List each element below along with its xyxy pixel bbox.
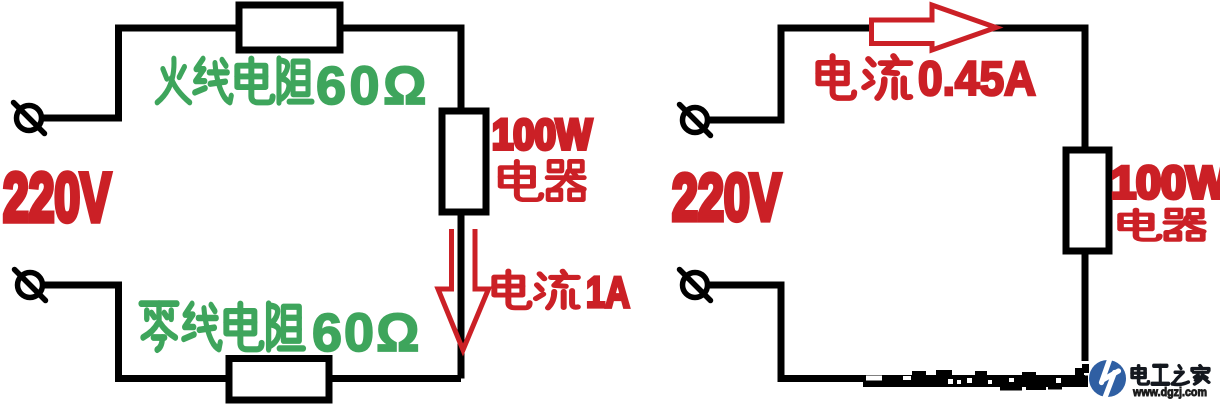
svg-text:100W: 100W bbox=[1111, 157, 1220, 208]
svg-text:60Ω: 60Ω bbox=[316, 56, 430, 116]
svg-text:www.dgzj.com: www.dgzj.com bbox=[1132, 385, 1207, 399]
svg-text:220V: 220V bbox=[672, 160, 781, 234]
svg-text:1A: 1A bbox=[586, 268, 630, 317]
svg-text:220V: 220V bbox=[3, 159, 111, 236]
svg-text:0.45A: 0.45A bbox=[918, 53, 1036, 106]
svg-text:60Ω: 60Ω bbox=[312, 303, 421, 363]
svg-text:100W: 100W bbox=[492, 111, 592, 159]
